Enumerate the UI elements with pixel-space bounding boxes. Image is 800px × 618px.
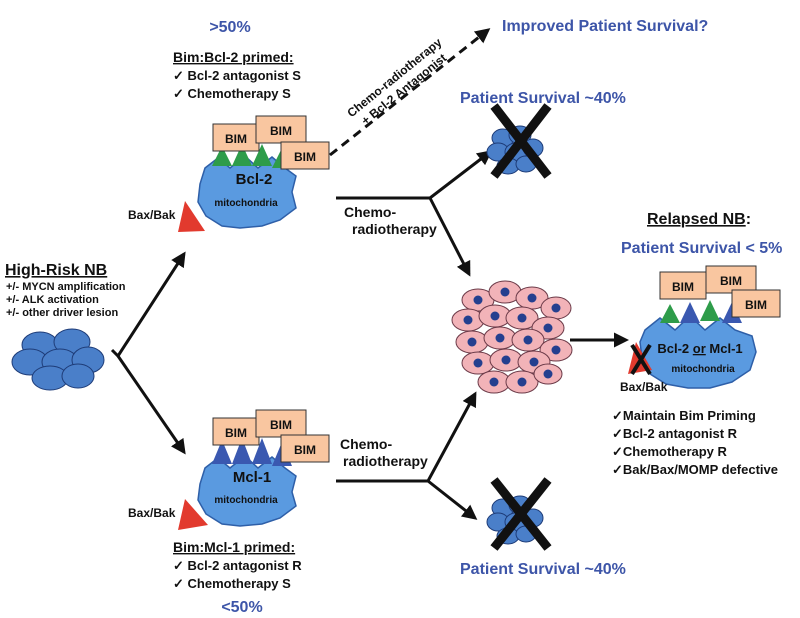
top-to-relapse-arrow — [428, 197, 471, 277]
start-line-3: +/- other driver lesion — [6, 307, 118, 319]
high-risk-nb-title: High-Risk NB — [5, 262, 107, 279]
bottom-death-x-icon — [490, 477, 552, 551]
bottom-protein-label: Mcl-1 — [233, 469, 271, 486]
bottom-bim-label-2: BIM — [270, 418, 292, 432]
relapsed-item-4: ✓Bak/Bax/MOMP defective — [612, 462, 778, 477]
top-bim-box-3 — [280, 141, 330, 170]
relapsed-death-x-icon — [630, 343, 652, 376]
relapsed-bim-anchors — [660, 300, 742, 323]
bottom-percent: <50% — [221, 599, 262, 616]
relapsed-organelle-label: mitochondria — [671, 364, 735, 375]
relapsed-bim-box-3 — [731, 289, 781, 318]
relapsed-tumor-cluster — [451, 280, 573, 394]
top-survival-text: Patient Survival ~40% — [460, 90, 626, 107]
start-line-1: +/- MYCN amplification — [6, 281, 126, 293]
bottom-bim-box-1 — [212, 417, 260, 446]
top-priming-heading: Bim:Bcl-2 primed: — [173, 49, 294, 65]
relapsed-mitochondria-complex: BIM BIM BIM Bcl-2 or Mcl-1 mitochondria … — [620, 265, 781, 394]
top-percent: >50% — [209, 19, 250, 36]
bottom-priming-item-2: ✓ Chemotherapy S — [173, 576, 291, 591]
relapsed-item-1: ✓Maintain Bim Priming — [612, 408, 756, 423]
top-mitochondria-complex: BIM BIM BIM Bcl-2 mitochondria Bax/Bak — [128, 115, 330, 232]
relapsed-nb-title-text: Relapsed NB — [647, 211, 746, 228]
bottom-mitochondria-blob — [197, 455, 297, 527]
relapsed-protein-2: Mcl-1 — [709, 341, 742, 356]
relapsed-nb-title: Relapsed NB: — [647, 211, 751, 228]
top-priming-item-2: ✓ Chemotherapy S — [173, 86, 291, 101]
bottom-bim-label-3: BIM — [294, 443, 316, 457]
relapsed-survival-text: Patient Survival < 5% — [621, 240, 782, 257]
relapsed-nb-title-colon: : — [746, 211, 751, 228]
start-line-2: +/- ALK activation — [6, 294, 99, 306]
bottom-mitochondria-complex: BIM BIM BIM Mcl-1 mitochondria Bax/Bak — [128, 409, 330, 530]
top-treatment-line-2: radiotherapy — [352, 221, 437, 237]
to-bcl2-arrow — [110, 251, 186, 359]
combo-therapy-arrow — [329, 28, 491, 157]
top-protein-label: Bcl-2 — [236, 171, 273, 188]
to-mcl1-arrow — [116, 355, 186, 455]
relapsed-item-2: ✓Bcl-2 antagonist R — [612, 426, 738, 441]
top-bim-label-3: BIM — [294, 150, 316, 164]
bottom-treatment-line-1: Chemo- — [340, 436, 392, 452]
relapsed-bim-label-1: BIM — [672, 280, 694, 294]
top-effector-label: Bax/Bak — [128, 208, 176, 222]
top-bim-label-2: BIM — [270, 124, 292, 138]
top-bim-box-1 — [212, 123, 260, 152]
top-death-x-icon — [490, 103, 552, 179]
top-to-survival-arrow — [336, 150, 493, 200]
bottom-priming-heading: Bim:Mcl-1 primed: — [173, 539, 295, 555]
bottom-organelle-label: mitochondria — [214, 495, 278, 506]
relapsed-bim-label-2: BIM — [720, 274, 742, 288]
high-risk-cell-cluster — [11, 328, 105, 391]
top-bim-label-1: BIM — [225, 132, 247, 146]
top-treatment-line-1: Chemo- — [344, 204, 396, 220]
bottom-bim-box-3 — [280, 434, 330, 463]
bottom-bax-bak-triangle — [178, 499, 208, 530]
top-organelle-label: mitochondria — [214, 198, 278, 209]
relapsed-effector-label: Bax/Bak — [620, 380, 668, 394]
relapsed-bim-box-2 — [705, 265, 757, 294]
relapsed-bim-label-3: BIM — [745, 298, 767, 312]
improved-survival-text: Improved Patient Survival? — [502, 18, 708, 35]
top-bax-bak-triangle — [178, 201, 205, 232]
relapsed-protein-1: Bcl-2 — [657, 341, 689, 356]
bottom-effector-label: Bax/Bak — [128, 506, 176, 520]
relapsed-item-3: ✓Chemotherapy R — [612, 444, 728, 459]
top-priming-item-1: ✓ Bcl-2 antagonist S — [173, 68, 301, 83]
relapsed-protein-label: Bcl-2 or Mcl-1 — [657, 341, 742, 356]
bottom-treatment-line-2: radiotherapy — [343, 453, 428, 469]
bottom-bim-label-1: BIM — [225, 426, 247, 440]
relapsed-protein-or: or — [693, 341, 706, 356]
bottom-survival-text: Patient Survival ~40% — [460, 561, 626, 578]
bottom-to-survival-arrow — [427, 479, 478, 520]
combo-therapy-label: Chemo-radiotherapy + Bcl-2 Antagonist — [344, 35, 449, 128]
bottom-priming-item-1: ✓ Bcl-2 antagonist R — [173, 558, 302, 573]
